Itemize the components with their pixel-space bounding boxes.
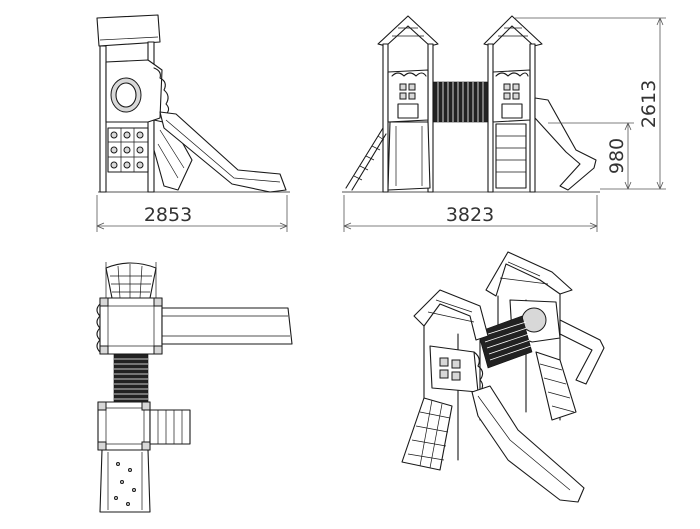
side-width-label: 3823 <box>446 204 494 226</box>
side-width-dimension: 3823 <box>343 195 598 232</box>
side-view <box>342 15 600 193</box>
platform-height-label: 980 <box>606 138 628 174</box>
side-right-ladder <box>495 123 527 189</box>
iso-back-roof <box>485 251 573 297</box>
iso-back-slide <box>559 319 605 385</box>
side-tunnel <box>432 81 491 123</box>
top-tunnel <box>113 353 149 403</box>
top-upper-platform <box>99 297 163 355</box>
side-left-net <box>345 127 387 191</box>
iso-front-roof <box>413 289 489 341</box>
side-right-roof <box>483 15 543 47</box>
top-chute <box>99 449 151 513</box>
front-view <box>96 14 290 193</box>
iso-front-slide <box>471 385 585 503</box>
front-post-left <box>99 45 107 193</box>
total-height-dimension: 2613 <box>515 17 666 190</box>
top-side-ladder <box>149 409 191 445</box>
total-height-label: 2613 <box>638 80 660 128</box>
front-width-dimension: 2853 <box>96 195 288 232</box>
side-right-post-b <box>529 43 536 193</box>
top-view <box>96 262 293 513</box>
isometric-view <box>401 251 605 503</box>
front-roof-panel <box>96 14 161 47</box>
front-slide <box>159 111 287 193</box>
top-net-ladder <box>105 262 157 299</box>
side-left-roof <box>377 15 439 47</box>
side-right-slide <box>534 97 597 191</box>
iso-front-wall <box>429 345 479 393</box>
top-slide <box>161 307 293 345</box>
front-width-label: 2853 <box>144 204 192 226</box>
side-left-chute <box>387 121 431 191</box>
side-right-post-a <box>487 43 494 193</box>
side-left-post-a <box>382 43 389 193</box>
platform-height-dimension: 980 <box>548 122 634 190</box>
iso-front-net <box>401 397 453 471</box>
iso-back-ladder <box>535 351 577 421</box>
